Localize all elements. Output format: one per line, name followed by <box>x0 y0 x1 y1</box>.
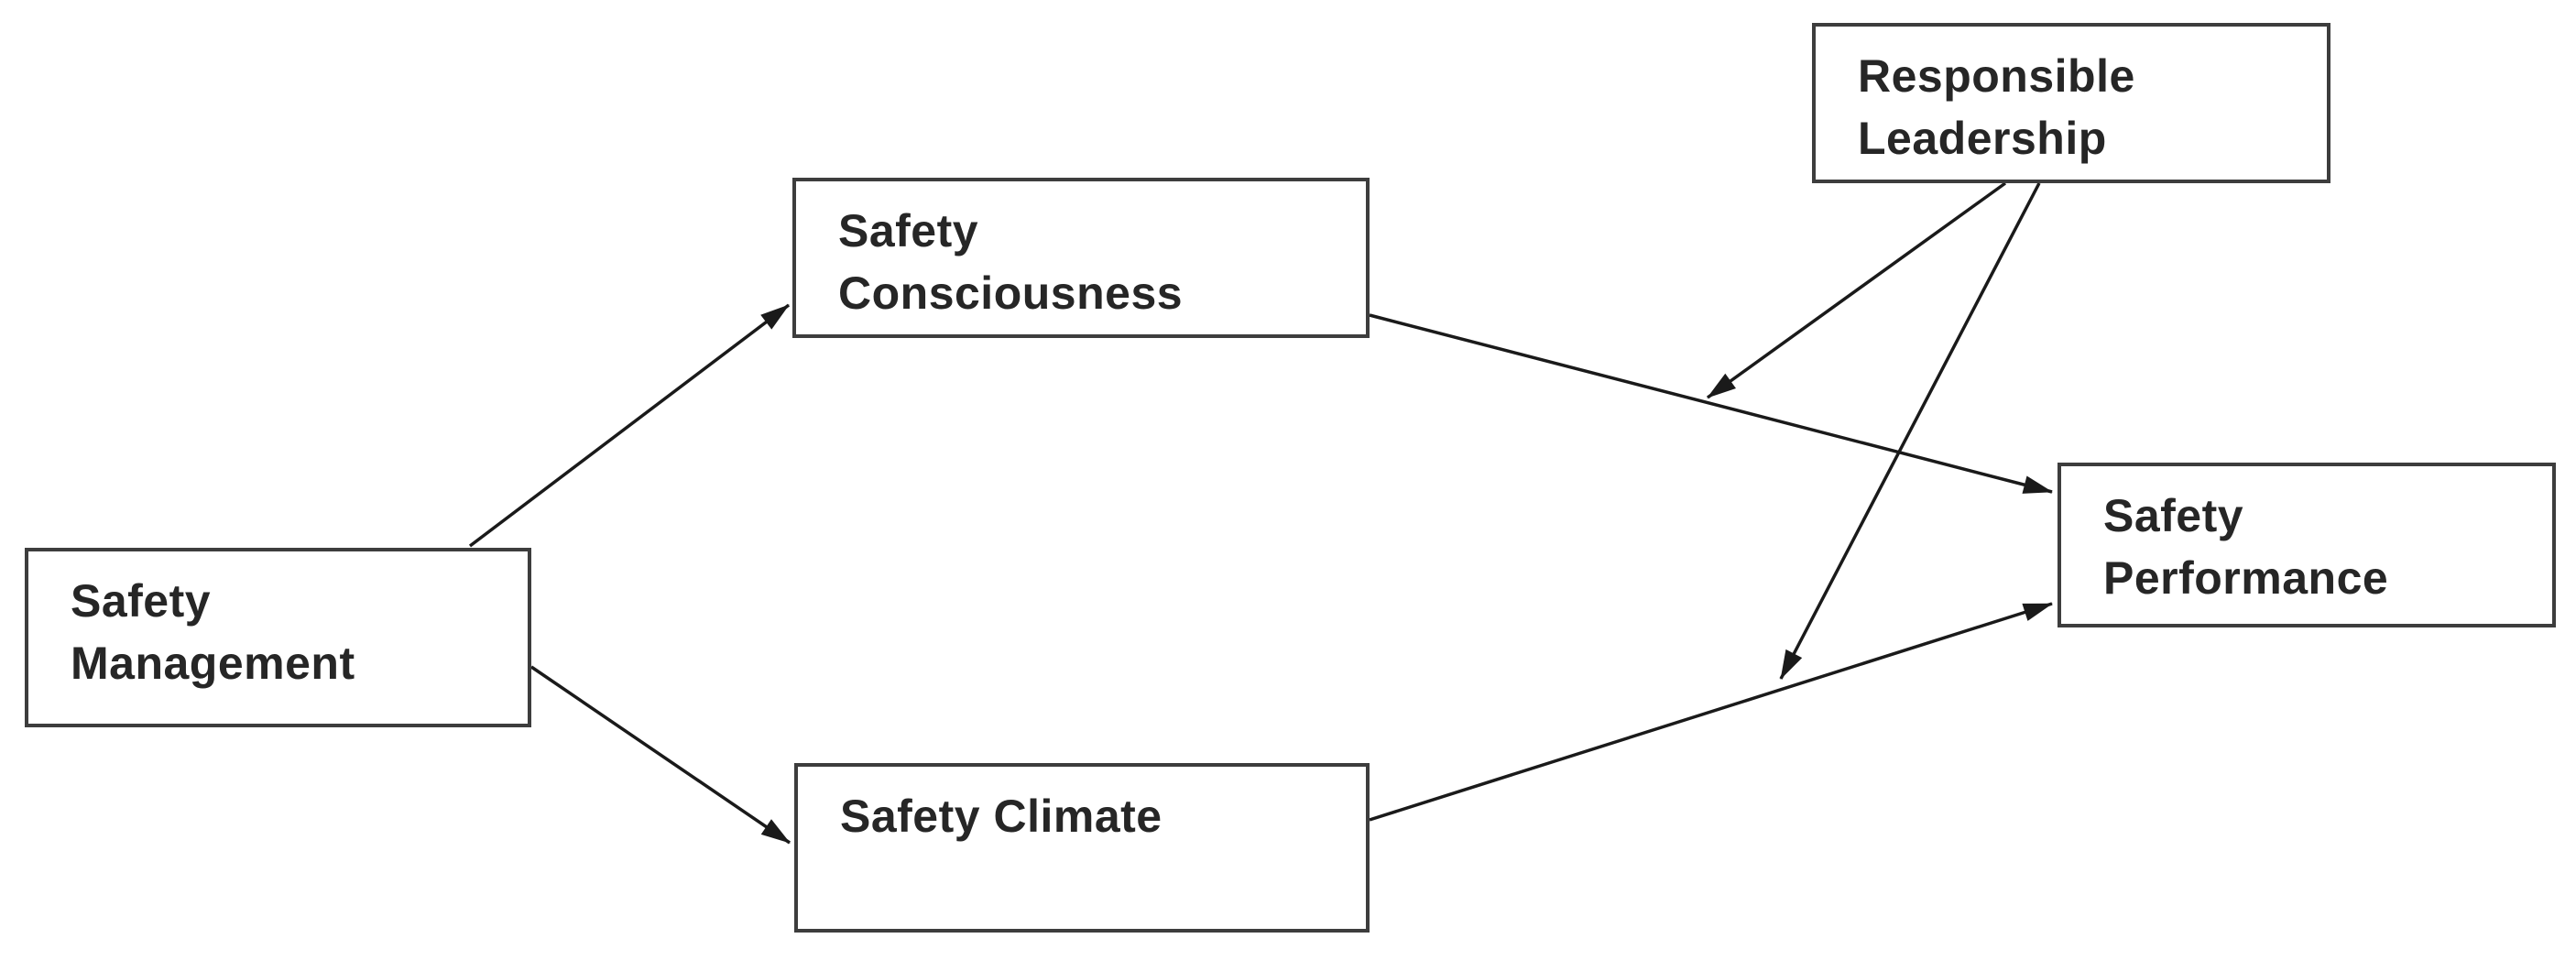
node-label-line: Responsible <box>1858 50 2135 102</box>
node-safety-management: Safety Management <box>25 548 531 727</box>
node-label-line: Safety <box>2103 490 2244 541</box>
node-safety-performance: Safety Performance <box>2058 463 2556 627</box>
node-responsible-leadership: Responsible Leadership <box>1812 23 2330 183</box>
node-label-line: Safety <box>838 205 979 256</box>
edge-leadership-moderates-consciousness-performance <box>1706 181 2007 399</box>
node-label-line: Safety Climate <box>840 791 1162 842</box>
edge-consciousness-to-performance <box>1369 313 2053 494</box>
edge-leadership-moderates-climate-performance <box>1779 182 2041 680</box>
node-label-line: Performance <box>2103 552 2389 604</box>
edge-management-to-climate <box>530 665 791 845</box>
node-label-line: Leadership <box>1858 113 2107 164</box>
node-safety-climate: Safety Climate <box>794 763 1370 933</box>
edge-management-to-consciousness <box>468 303 791 548</box>
node-label-line: Consciousness <box>838 267 1184 319</box>
edge-climate-to-performance <box>1369 602 2053 822</box>
node-safety-consciousness: Safety Consciousness <box>792 178 1370 338</box>
node-label-line: Management <box>71 638 355 689</box>
node-label-line: Safety <box>71 575 212 627</box>
